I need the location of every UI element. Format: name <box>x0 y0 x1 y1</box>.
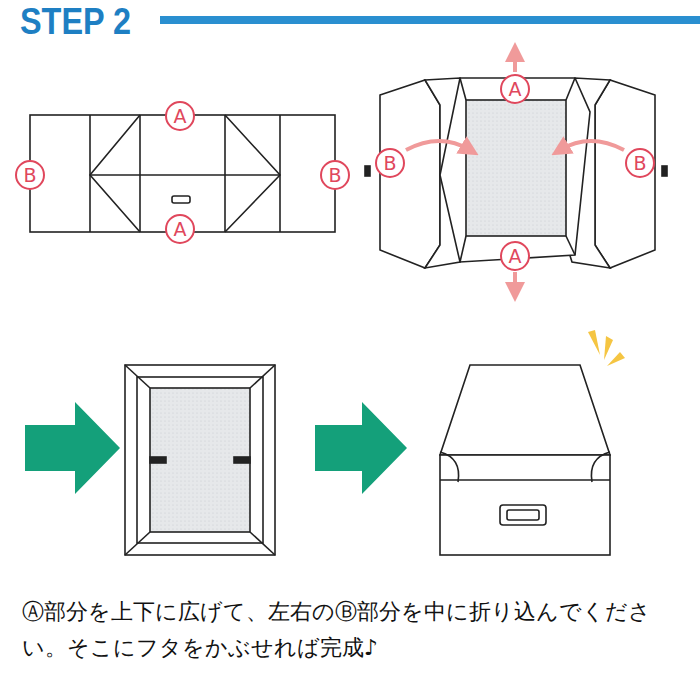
callout-letter: A <box>174 220 187 239</box>
callout-circle: B <box>625 148 655 178</box>
callout-letter: B <box>328 166 341 185</box>
pink-arrows <box>406 52 624 292</box>
finished-box <box>440 365 610 555</box>
header-bar <box>160 16 700 24</box>
caption: Ⓐ部分を上下に広げて、左右のⒷ部分を中に折り込んでください。そこにフタをかぶせれ… <box>22 594 687 666</box>
callout-circle: B <box>15 160 45 190</box>
callout-circle: A <box>500 74 530 104</box>
sparkle <box>588 330 625 366</box>
step-title: STEP 2 <box>20 2 138 42</box>
callout-circle: A <box>500 241 530 271</box>
callout-letter: B <box>633 154 646 173</box>
unfolding-box <box>365 78 667 268</box>
callout-circle: A <box>165 101 195 131</box>
callout-circle: B <box>320 160 350 190</box>
callout-letter: A <box>509 247 522 266</box>
callout-circle: A <box>165 214 195 244</box>
callout-letter: A <box>509 80 522 99</box>
green-arrow <box>25 402 120 494</box>
green-arrow <box>315 402 407 494</box>
callout-letter: B <box>383 154 396 173</box>
callout-letter: B <box>23 166 36 185</box>
callout-letter: A <box>174 107 187 126</box>
folded-tray <box>125 365 275 555</box>
callout-circle: B <box>375 148 405 178</box>
